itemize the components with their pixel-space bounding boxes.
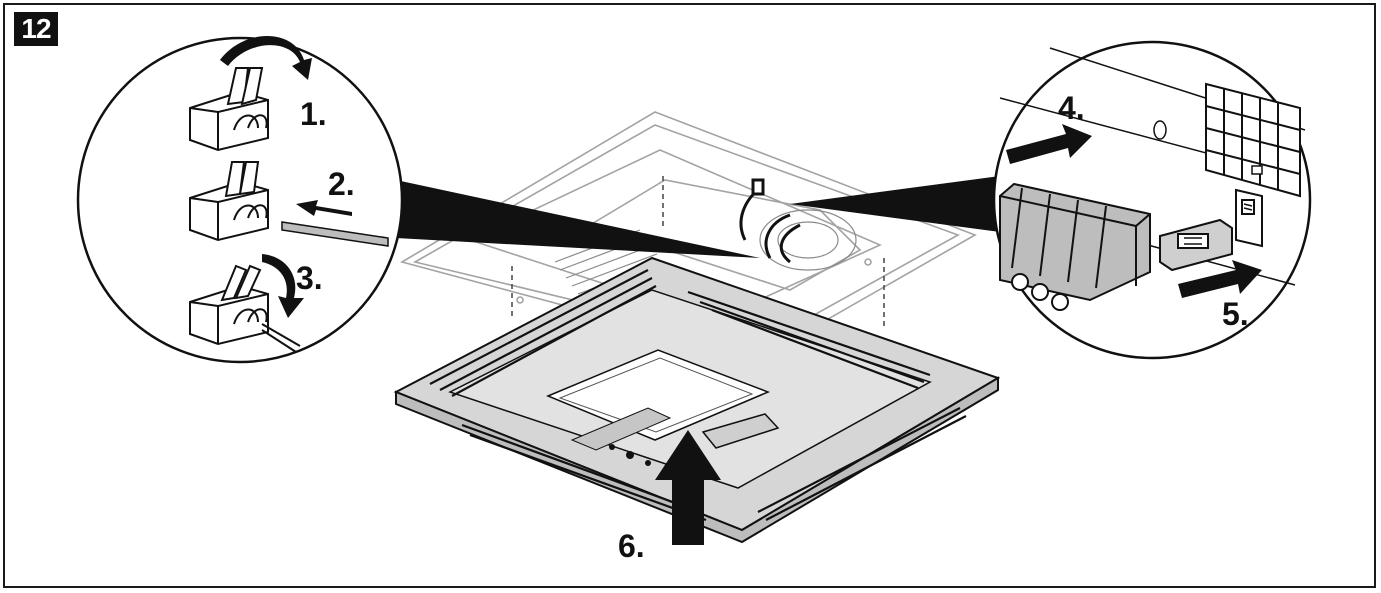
cassette-panel [393, 256, 1001, 544]
right-callout-wedge [790, 176, 1000, 232]
right-detail-content [999, 47, 1306, 311]
left-callout-wedge [396, 180, 760, 258]
plug-arrow-icon [1006, 124, 1092, 164]
wires [739, 178, 801, 264]
socket-icon [1235, 188, 1263, 248]
wire-icon [281, 221, 389, 247]
wire-icon [261, 323, 301, 353]
small-plug-icon [1159, 218, 1233, 272]
lever-connector-icon [189, 264, 269, 346]
step-4-label: 4. [1058, 90, 1085, 126]
rotate-arrow-icon [262, 254, 304, 318]
figure-number: 12 [14, 12, 58, 46]
push-arrow-icon [296, 200, 352, 216]
step-6-label: 6. [618, 528, 645, 564]
socket-arrow-icon [1178, 260, 1262, 298]
step-5-label: 5. [1222, 296, 1249, 332]
lever-connector-icon [189, 161, 269, 242]
step-1-label: 1. [300, 96, 327, 132]
step-2-label: 2. [328, 166, 355, 202]
louver-slats [429, 269, 967, 522]
lift-arrow-icon [655, 430, 721, 545]
plug-connector-icon [999, 182, 1151, 311]
lever-connector-icon [189, 67, 269, 152]
step-3-label: 3. [296, 260, 323, 296]
terminal-block-icon [1205, 82, 1301, 198]
rotate-arrow-icon [220, 36, 312, 80]
